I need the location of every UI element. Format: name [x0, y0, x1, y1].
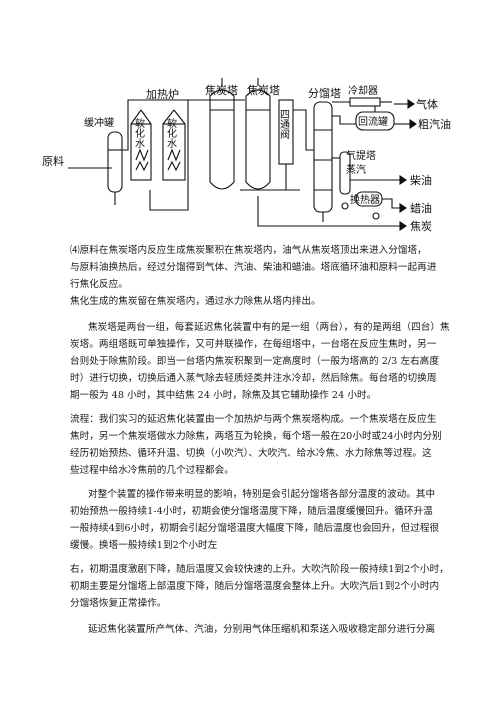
process-flow-diagram: 原料 缓冲罐 加热炉 软化水 软化水 焦炭塔 焦炭塔 四通阀 分馏塔 冷却器 回…: [42, 78, 451, 233]
label-heat-exchanger: 换热器: [350, 193, 380, 206]
text-line: 右，初期温度激剧下降，随后温度又会较快速的上升。大吹汽阶段一般持续1到2个小时，: [70, 564, 449, 575]
furnace-1: [130, 109, 152, 181]
text-line: 缓慢。换塔一般持续1到2个小时左: [70, 540, 218, 551]
label-buffer-tank: 缓冲罐: [84, 116, 114, 129]
text-line: 延迟焦化装置所产气体、汽油，分别用气体压缩机和泵送入吸收稳定部分进行分离: [88, 624, 436, 635]
reflux-tank: [355, 101, 395, 131]
text-line: 期一般为 48 小时，其中结焦 24 小时，除焦及其它辅助操作 24 小时。: [70, 390, 377, 401]
label-fractionator: 分馏塔: [308, 86, 341, 100]
text-line: 焦化生成的焦炭留在焦炭塔内，通过水力除焦从塔内排出。: [70, 296, 321, 307]
wax-oil-line: [382, 198, 400, 209]
text-line: 台则处于除焦阶段。即当一台塔内焦炭积聚到一定高度时（一般为塔高的 2/3 左右高…: [70, 356, 439, 367]
text-line: ⑷原料在焦炭塔内反应生成焦炭聚积在焦炭塔内，油气从焦炭塔顶出来进入分馏塔，: [70, 245, 427, 256]
label-reflux-tank: 回流罐: [358, 115, 388, 128]
text-line: 分馏塔恢复正常操作。: [70, 598, 167, 609]
buffer-tank: [107, 131, 123, 205]
label-furnace: 加热炉: [146, 88, 179, 101]
coke-line: [257, 196, 400, 227]
header-line: [122, 99, 245, 151]
four-way-valve: [240, 99, 300, 191]
text-line: 些过程中给水冷焦前的几个过程都会。: [70, 465, 234, 476]
fractionator: [313, 101, 333, 222]
text-line: 经历初始预热、循环升温、切换（小吹汽）、大吹汽、给水冷焦、水力除焦等过程。这: [70, 448, 432, 459]
furnace-2: [162, 109, 186, 181]
stripper: [332, 151, 351, 195]
text-line: 焦炭塔是两台一组，每套延迟焦化装置中有的是一组（两台），有的是两组（四台）焦: [88, 322, 450, 333]
text-line: 时）进行切换，切换后通入蒸气除去轻质烃类并注水冷却，然后除焦。每台塔的切换周: [70, 373, 437, 384]
text-line: 焦时，另一个焦炭塔做水力除焦，两塔互为轮换，每个塔一般在20小时或24小时内分别: [70, 431, 442, 442]
text-line: 行焦化反应。: [70, 279, 128, 290]
label-crude-gasoline: 粗汽油: [418, 117, 451, 131]
text-line: 初始预热一般持续1-4小时，初期会使分馏塔温度下降，随后温度缓慢回升。循环升温: [70, 506, 433, 517]
label-diesel: 柴油: [410, 173, 432, 187]
label-cooler: 冷却器: [348, 84, 378, 97]
label-coke-tower-2: 焦炭塔: [247, 84, 280, 97]
label-softened-water-2: 软化水: [165, 117, 177, 148]
text-line: 与原料油换热后，经过分馏得到气体、汽油、柴油和蜡油。塔底循环油和原料一起再进: [70, 262, 437, 273]
label-gas: 气体: [416, 97, 438, 111]
coke-tower-2: [245, 78, 271, 190]
text-line: 炭塔。两组塔既可单独操作，又可并联操作，在每组塔中，一台塔在反应生焦时，另一: [70, 339, 437, 350]
label-feed: 原料: [42, 154, 64, 168]
text-line: 对整个装置的操作带来明显的影响，特别是会引起分馏塔各部分温度的波动。其中: [88, 489, 436, 500]
label-steam: 蒸汽: [346, 163, 366, 176]
text-line: 一般持续4到6小时，初期会引起分馏塔温度大幅度下降，随后温度也会回升，但过程很: [70, 523, 440, 534]
label-stripper: 气提塔: [346, 149, 376, 162]
text-line: 流程：我们实习的延迟焦化装置由一个加热炉与两个焦炭塔构成。一个焦炭塔在反应生: [70, 414, 437, 425]
label-coke-tower-1: 焦炭塔: [205, 84, 238, 97]
label-wax-oil: 蜡油: [410, 201, 432, 215]
label-softened-water-1: 软化水: [133, 117, 145, 148]
text-line: 初期主要是分馏塔上部温度下降，随后分馏塔温度会整体上升。大吹汽后1到2个小时内: [70, 581, 440, 592]
label-coke: 焦炭: [410, 220, 432, 233]
label-four-way-valve: 四通阀: [278, 109, 290, 140]
coke-tower-1: [209, 78, 235, 190]
